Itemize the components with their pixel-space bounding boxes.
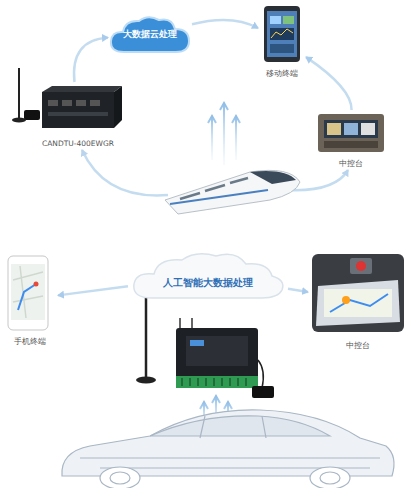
cloud-shape (128, 250, 288, 302)
node-caption: 移动终端 (266, 70, 298, 78)
upload-arrows (208, 103, 240, 165)
console-node: 中控台 (314, 110, 388, 168)
node-caption: 中控台 (339, 160, 363, 168)
car-console (312, 254, 404, 332)
flow-arrow (58, 286, 128, 295)
cloud-label: 大数据云处理 (123, 29, 177, 41)
node-caption: 手机终端 (14, 338, 46, 346)
dashboard (318, 114, 384, 152)
node-caption: CANDTU-400EWGR (42, 140, 114, 148)
console-node: 中控台 (308, 250, 408, 350)
node-caption: 中控台 (346, 342, 370, 350)
flow-arrow (306, 57, 352, 110)
candtu-device (12, 68, 122, 128)
flow-arrow (192, 20, 258, 28)
terminal-node: 手机终端 (2, 252, 58, 346)
car-wireframe (62, 410, 394, 488)
cloud-node: 人工智能大数据处理 (128, 250, 288, 302)
flow-arrow (288, 289, 308, 292)
cloud-label: 人工智能大数据处理 (163, 276, 253, 290)
terminal-node: 移动终端 (258, 4, 306, 78)
cloud-node: 大数据云处理 (108, 14, 192, 56)
phone (8, 256, 48, 330)
mobile-phone (264, 6, 300, 62)
device-node: CANDTU-400EWGR (30, 82, 126, 148)
flow-arc (82, 150, 168, 195)
train (165, 170, 300, 214)
flow-arrow (74, 38, 108, 82)
